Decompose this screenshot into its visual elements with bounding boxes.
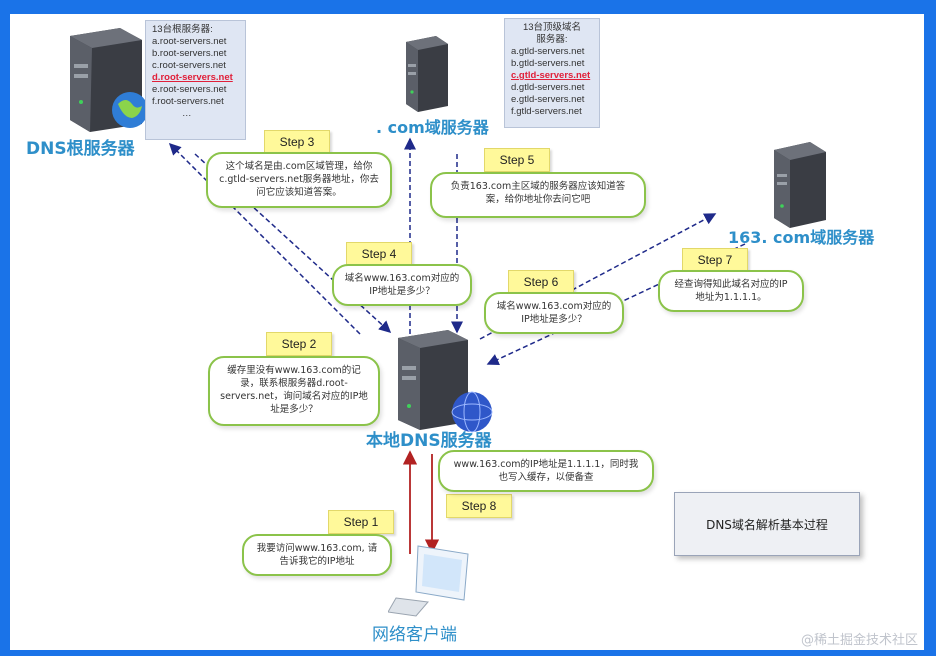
com-list-item: f.gtld-servers.net bbox=[511, 106, 582, 117]
step-8-message: www.163.com的IP地址是1.1.1.1，同时我也写入缓存，以便备查 bbox=[438, 450, 654, 492]
arrow-step2 bbox=[168, 142, 361, 335]
root-list-ellipsis: … bbox=[182, 108, 192, 119]
diagram-canvas: DNS根服务器 13台根服务器: a.root-servers.net b.ro… bbox=[10, 14, 924, 650]
client-title: 网络客户端 bbox=[372, 625, 457, 645]
root-server-title: DNS根服务器 bbox=[26, 139, 135, 159]
step-1-label: Step 1 bbox=[328, 510, 394, 534]
step-5-label: Step 5 bbox=[484, 148, 550, 172]
local-server-icon bbox=[398, 330, 493, 433]
com-server-title: . com域服务器 bbox=[376, 118, 489, 137]
root-list-item-highlighted: d.root-servers.net bbox=[152, 72, 233, 83]
site-server-icon bbox=[774, 142, 826, 228]
com-list-heading: 服务器: bbox=[536, 34, 568, 45]
com-list-item-highlighted: c.gtld-servers.net bbox=[511, 70, 591, 81]
step-6-message: 域名www.163.com对应的IP地址是多少？ bbox=[484, 292, 624, 334]
step-8-label: Step 8 bbox=[446, 494, 512, 518]
root-server-list: 13台根服务器: a.root-servers.net b.root-serve… bbox=[145, 20, 246, 140]
root-list-item: e.root-servers.net bbox=[152, 84, 227, 95]
step-5-message: 负责163.com主区域的服务器应该知道答案，给你地址你去问它吧 bbox=[430, 172, 646, 218]
step-2-label: Step 2 bbox=[266, 332, 332, 356]
com-list-heading: 13台顶级域名 bbox=[522, 22, 582, 33]
step-4-message: 域名www.163.com对应的IP地址是多少？ bbox=[332, 264, 472, 306]
root-server-icon bbox=[70, 28, 148, 132]
com-list-item: a.gtld-servers.net bbox=[511, 46, 585, 57]
com-list-item: d.gtld-servers.net bbox=[511, 82, 585, 93]
step-7-label: Step 7 bbox=[682, 248, 748, 272]
com-server-list: 13台顶级域名 服务器: a.gtld-servers.net b.gtld-s… bbox=[504, 18, 600, 128]
local-server-title: 本地DNS服务器 bbox=[366, 431, 492, 451]
com-list-item: e.gtld-servers.net bbox=[511, 94, 585, 105]
step-2-message: 缓存里没有www.163.com的记录，联系根服务器d.root-servers… bbox=[208, 356, 380, 426]
arrow-step7 bbox=[486, 243, 746, 365]
root-list-item: a.root-servers.net bbox=[152, 36, 227, 47]
diagram-caption: DNS域名解析基本过程 bbox=[674, 492, 860, 556]
step-3-label: Step 3 bbox=[264, 130, 330, 154]
client-computer-icon bbox=[388, 545, 469, 617]
watermark: @稀土掘金技术社区 bbox=[800, 633, 918, 648]
root-list-item: 13台根服务器: bbox=[152, 24, 213, 35]
com-server-icon bbox=[406, 36, 448, 112]
step-4-label: Step 4 bbox=[346, 242, 412, 266]
site-server-title: 163. com域服务器 bbox=[728, 228, 875, 247]
root-list-item: f.root-servers.net bbox=[152, 96, 224, 107]
step-3-message: 这个域名是由.com区域管理，给你c.gtld-servers.net服务器地址… bbox=[206, 152, 392, 208]
step-6-label: Step 6 bbox=[508, 270, 574, 294]
step-7-message: 经查询得知此域名对应的IP地址为1.1.1.1。 bbox=[658, 270, 804, 312]
com-list-item: b.gtld-servers.net bbox=[511, 58, 585, 69]
root-list-item: b.root-servers.net bbox=[152, 48, 227, 59]
step-1-message: 我要访问www.163.com, 请告诉我它的IP地址 bbox=[242, 534, 392, 576]
root-list-item: c.root-servers.net bbox=[152, 60, 226, 71]
